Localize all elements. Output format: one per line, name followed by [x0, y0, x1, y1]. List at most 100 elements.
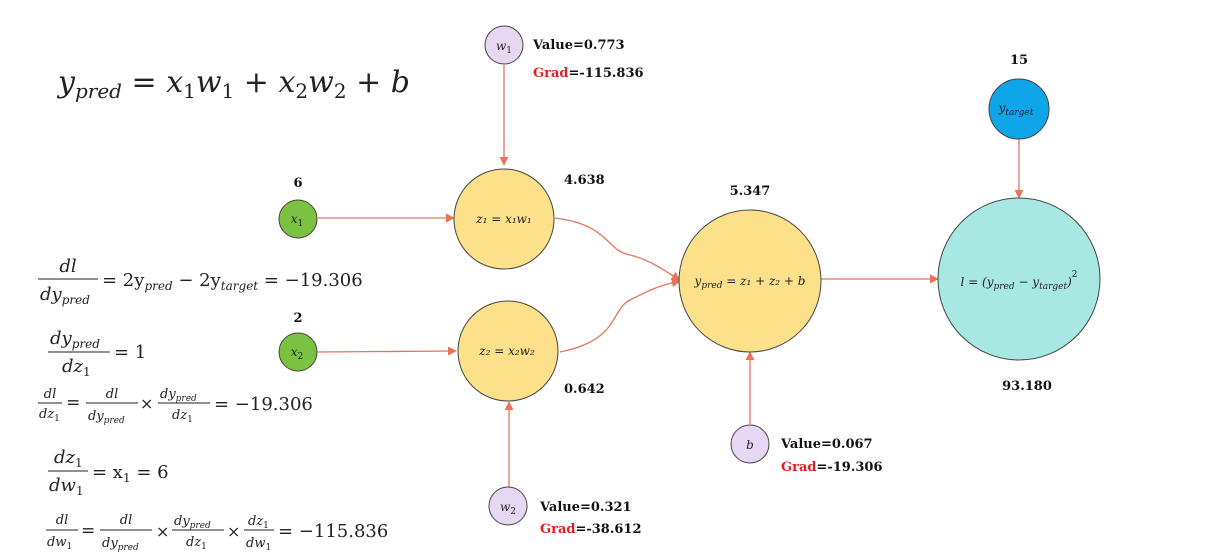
w1-value-label: Value=0.773 [532, 38, 625, 53]
eq3-times: × [140, 394, 153, 413]
z2-value: 0.642 [564, 382, 605, 397]
eq3-lhs-num: dl [44, 387, 56, 402]
formula-x2-sub: 2 [295, 79, 308, 103]
eq3-rhs: = −19.306 [214, 394, 313, 415]
svg-text:dypred: dypred [88, 409, 125, 426]
formula-x2: x [278, 65, 295, 100]
eq3-f2-den-sub: pred [104, 416, 125, 426]
formula-lhs: y [56, 65, 76, 100]
loss-sub1: pred [993, 282, 1014, 292]
svg-text:ytarget: ytarget [998, 101, 1034, 118]
z1-value: 4.638 [564, 173, 605, 188]
formula-w1-sub: 1 [222, 79, 235, 103]
eq5-f3-den: dz [186, 535, 201, 550]
eq5-f3-num: dy [174, 514, 190, 529]
ytarget-value: 15 [1010, 53, 1028, 68]
node-b-circle [730, 424, 770, 464]
loss-sub2: target [1039, 282, 1067, 292]
eq3-lhs-den: dz [39, 407, 54, 422]
eq2-rhs: = 1 [114, 342, 146, 363]
eq5-f2-num: dl [120, 513, 132, 528]
svg-text:dypred: dypred [102, 536, 139, 553]
w2-value-label: Value=0.321 [539, 500, 632, 515]
eq5-lhs-den-sub: 1 [66, 542, 72, 552]
ypred-main: y [694, 274, 702, 288]
svg-text:dz1: dz1 [186, 535, 207, 552]
eq3-f3-den: dz [172, 408, 187, 423]
eq3-f3-num: dy [160, 387, 176, 402]
svg-text:Grad=-19.306: Grad=-19.306 [781, 460, 883, 475]
loss-value: 93.180 [1002, 379, 1052, 394]
ytarget-sub: target [1005, 108, 1033, 118]
edge-z2-ypred [559, 278, 681, 353]
ytarget-name: y [998, 101, 1006, 115]
svg-text:ypred = x1w1 + x2w2 + b: ypred = x1w1 + x2w2 + b [56, 65, 410, 103]
eq5-times2: × [227, 522, 240, 541]
eq3-f2-den: dy [88, 409, 104, 424]
node-loss: l = (ypred − ytarget)2 93.180 [937, 197, 1101, 394]
z1-expression: z₁ = x₁w₁ [475, 212, 531, 226]
eq1-den-d: dy [40, 284, 63, 305]
node-loss-circle [937, 197, 1101, 361]
node-x2-name: x [291, 345, 298, 359]
eq5-f4-den-sub: 1 [265, 543, 271, 553]
node-z2-circle [457, 300, 559, 402]
loss-l: l = (y [960, 275, 993, 289]
node-w1-sub: 1 [506, 46, 512, 56]
node-x2-sub: 2 [298, 352, 304, 362]
eq1-den-sub: pred [62, 293, 91, 307]
svg-text:dypred: dypred [50, 328, 100, 351]
svg-text:dw1: dw1 [47, 535, 72, 552]
ypred-rest: = z₁ + z₂ + b [722, 274, 805, 288]
svg-text:x1: x1 [291, 212, 304, 229]
eq3-lhs-den-sub: 1 [54, 414, 60, 424]
eq3-f3-den-sub: 1 [187, 415, 193, 425]
eq5-f3-den-sub: 1 [201, 542, 207, 552]
eq2-num-d: dy [50, 328, 73, 349]
edges [317, 65, 1024, 487]
eq4-rhs: = x [92, 462, 123, 483]
node-x2: 2 x2 [278, 311, 318, 372]
eq1-num: dl [59, 256, 77, 277]
edge-z1-ypred [554, 217, 681, 281]
svg-text:ypred = z₁ + z₂ + b: ypred = z₁ + z₂ + b [694, 274, 806, 291]
svg-text:dz1: dz1 [248, 514, 269, 531]
node-ytarget: 15 ytarget [988, 53, 1050, 140]
w1-grad-value: =-115.836 [568, 66, 643, 81]
svg-text:dw1: dw1 [49, 475, 84, 498]
svg-text:= 2ypred − 2ytarget = −19.306: = 2ypred − 2ytarget = −19.306 [102, 270, 363, 293]
node-x1: 6 x1 [278, 176, 318, 239]
node-ypred-circle [678, 209, 822, 353]
eq4-den-sub: 1 [76, 484, 84, 498]
loss-mid: − y [1015, 275, 1040, 289]
eq4-rhs-end: = 6 [131, 462, 169, 483]
x2-value: 2 [293, 311, 302, 326]
ypred-value: 5.347 [730, 184, 771, 199]
eq4-num-d: dz [54, 447, 76, 468]
eq5-times: × [156, 522, 169, 541]
svg-text:dz1: dz1 [39, 407, 60, 424]
svg-text:= x1 = 6: = x1 = 6 [92, 462, 169, 485]
node-x2-circle [278, 332, 318, 372]
loss-end: ) [1066, 275, 1072, 289]
formula-x1: x [166, 65, 183, 100]
svg-text:l = (ypred − ytarget)2: l = (ypred − ytarget)2 [960, 270, 1077, 292]
svg-text:w2: w2 [500, 500, 516, 517]
svg-text:dypred: dypred [160, 387, 197, 404]
formula-w1: w [196, 65, 222, 100]
w2-grad-prefix: Grad [540, 522, 575, 537]
b-value-label: Value=0.067 [780, 437, 873, 452]
node-w1-circle [484, 25, 524, 65]
eq5-lhs-den: dw [47, 535, 66, 550]
node-b: b Value=0.067 Grad=-19.306 [730, 424, 883, 475]
b-grad-value: =-19.306 [816, 460, 882, 475]
node-w1: w1 Value=0.773 Grad=-115.836 [484, 25, 644, 81]
svg-text:dz1: dz1 [62, 356, 91, 379]
node-b-name: b [746, 438, 754, 452]
eq2-num-sub: pred [72, 337, 101, 351]
eq5-f2-den-sub: pred [118, 543, 139, 553]
eq4-den-d: dw [49, 475, 77, 496]
z2-expression: z₂ = x₂w₂ [478, 344, 535, 358]
equation-dz1-dw1: dz 1 dw1 = x1 = 6 [48, 447, 169, 498]
